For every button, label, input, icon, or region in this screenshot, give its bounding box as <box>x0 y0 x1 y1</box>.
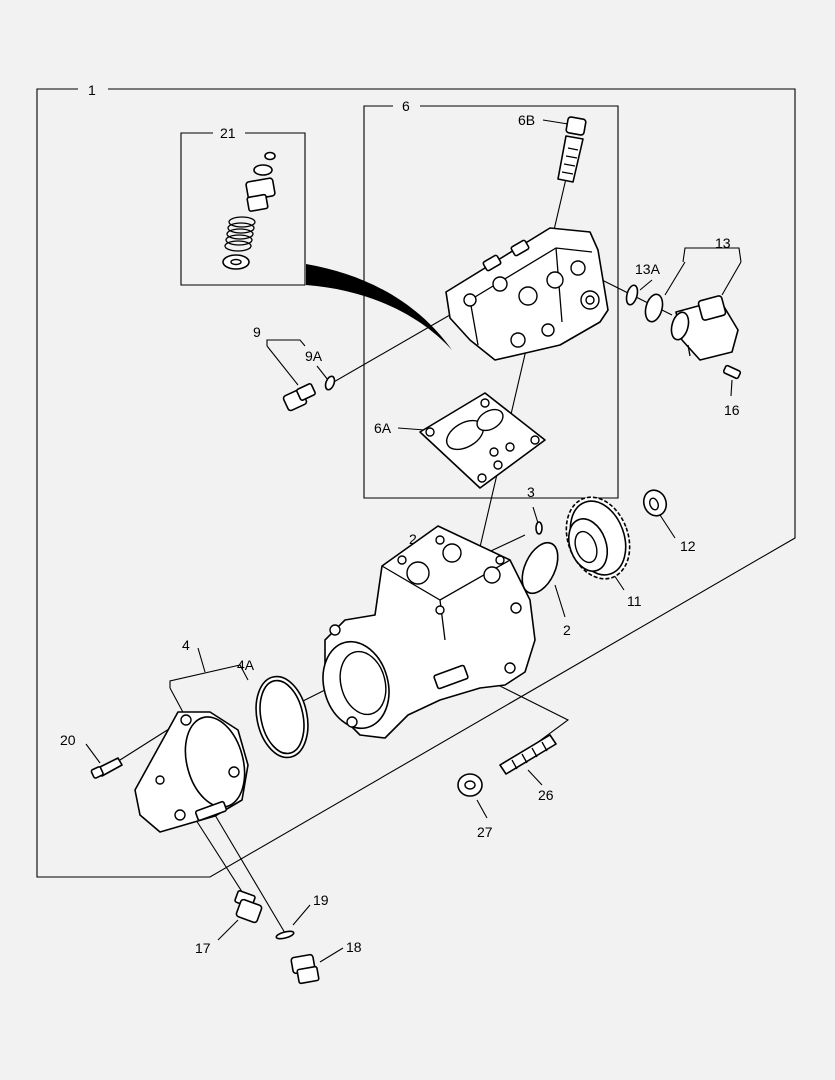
detail-wedge <box>306 264 452 350</box>
valve-spring <box>224 216 256 252</box>
part-6-pump-head <box>445 227 609 361</box>
part-19-o-ring <box>275 930 295 940</box>
label-4: 4 <box>182 637 190 653</box>
part-2-pump-body <box>322 525 536 739</box>
label-4a: 4A <box>237 657 255 673</box>
label-2b: 2 <box>563 622 571 638</box>
label-19: 19 <box>313 892 329 908</box>
label-11: 11 <box>627 593 642 609</box>
part-4-rear-cover <box>134 711 249 833</box>
part-16-screw <box>722 364 742 380</box>
label-21: 21 <box>220 125 236 141</box>
part-3-o-ring <box>535 521 543 535</box>
label-16: 16 <box>724 402 740 418</box>
label-17: 17 <box>195 940 211 956</box>
label-13: 13 <box>715 235 731 251</box>
part-4a-o-ring-inner <box>259 679 305 755</box>
label-3: 3 <box>527 484 535 500</box>
part-21-relief-valve <box>222 151 276 270</box>
label-12: 12 <box>680 538 696 554</box>
part-12-nut <box>642 489 668 517</box>
part-26-stud <box>499 734 557 775</box>
part-27-nut <box>457 773 483 797</box>
assembly-1-frame <box>36 88 796 878</box>
part-9-fitting <box>282 375 336 412</box>
label-9a: 9A <box>305 348 323 364</box>
part-13-solenoid <box>670 295 739 361</box>
part-18-fitting <box>290 953 320 985</box>
label-6a: 6A <box>374 420 392 436</box>
part-2-o-ring <box>521 541 559 595</box>
part-13a-seal-rings <box>625 284 664 323</box>
label-6: 6 <box>402 98 410 114</box>
part-11-gear <box>565 496 631 580</box>
leader-lines <box>85 119 742 963</box>
label-6b: 6B <box>518 112 535 128</box>
label-20: 20 <box>60 732 76 748</box>
part-20-bolt <box>90 757 123 779</box>
group-21-frame <box>180 132 306 286</box>
label-27: 27 <box>477 824 493 840</box>
part-6b-bolt <box>557 116 587 183</box>
part-17-fitting <box>234 890 263 924</box>
part-6a-gasket <box>419 392 546 489</box>
label-13a: 13A <box>635 261 661 277</box>
label-18: 18 <box>346 939 362 955</box>
label-26: 26 <box>538 787 554 803</box>
label-9: 9 <box>253 324 261 340</box>
label-2a: 2 <box>409 531 417 547</box>
label-1: 1 <box>88 82 96 98</box>
